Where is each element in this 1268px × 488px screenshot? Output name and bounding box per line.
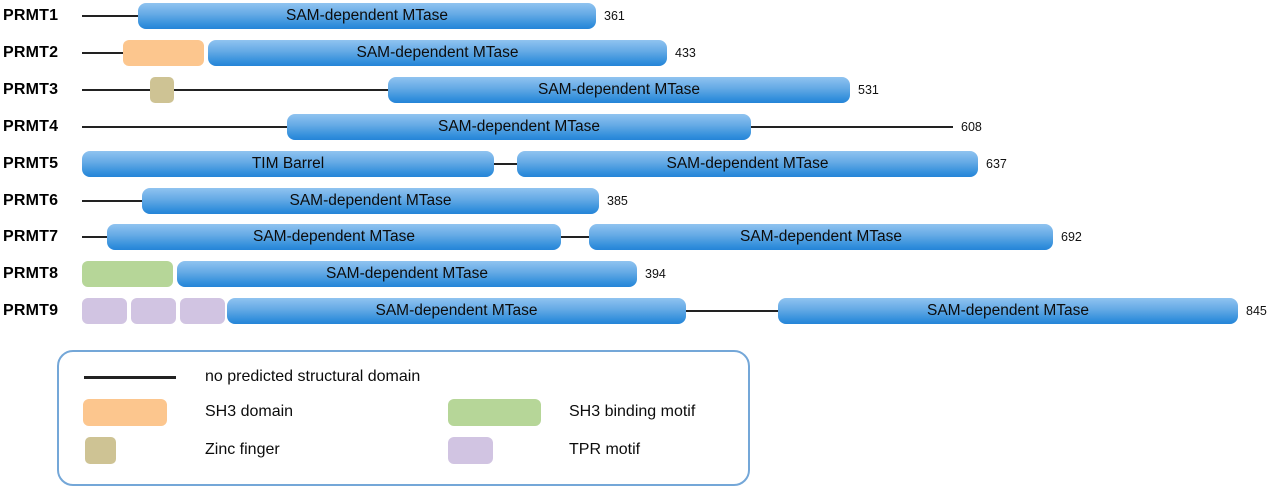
domain-label: SAM-dependent MTase (438, 117, 600, 135)
domain-label: SAM-dependent MTase (538, 80, 700, 98)
tpr-domain-box (131, 298, 176, 325)
mtase-domain-box: SAM-dependent MTase (208, 39, 667, 66)
tim-domain-box: TIM Barrel (82, 150, 494, 177)
mtase-domain-box: SAM-dependent MTase (227, 298, 686, 325)
length-label: 692 (1061, 230, 1082, 245)
backbone-line (561, 236, 591, 239)
length-label: 531 (858, 82, 879, 97)
protein-label: PRMT8 (3, 265, 59, 283)
mtase-domain-box: SAM-dependent MTase (177, 261, 637, 288)
domain-label: SAM-dependent MTase (289, 191, 452, 209)
protein-label: PRMT7 (3, 228, 59, 246)
mtase-domain-box: SAM-dependent MTase (138, 3, 596, 29)
zf-domain-box (150, 76, 174, 103)
backbone-line (82, 125, 290, 128)
domain-label: SAM-dependent MTase (375, 302, 538, 320)
domain-label: SAM-dependent MTase (253, 228, 415, 246)
protein-label: PRMT9 (3, 302, 59, 320)
backbone-line (82, 199, 145, 202)
domain-label: TIM Barrel (251, 154, 325, 172)
protein-label: PRMT1 (3, 7, 59, 24)
no-domain-line-swatch (84, 376, 176, 379)
length-label: 394 (645, 267, 666, 282)
mtase-domain-box: SAM-dependent MTase (517, 150, 978, 177)
backbone-line (751, 125, 953, 128)
legend-label-zinc-finger: Zinc finger (205, 441, 280, 458)
sh3-binding-motif-swatch (448, 399, 541, 426)
length-label: 433 (675, 45, 696, 60)
mtase-domain-box: SAM-dependent MTase (589, 224, 1053, 251)
legend-label-sh3-binding: SH3 binding motif (569, 403, 696, 420)
protein-label: PRMT4 (3, 117, 59, 135)
protein-label: PRMT3 (3, 80, 59, 98)
mtase-domain-box: SAM-dependent MTase (142, 187, 599, 214)
mtase-domain-box: SAM-dependent MTase (778, 298, 1238, 325)
domain-label: SAM-dependent MTase (286, 7, 448, 24)
length-label: 608 (961, 119, 982, 134)
backbone-line (82, 236, 110, 239)
backbone-line (494, 162, 519, 165)
mtase-domain-box: SAM-dependent MTase (287, 113, 751, 140)
backbone-line (82, 15, 140, 17)
protein-label: PRMT5 (3, 154, 59, 172)
sh3-domain-box (123, 39, 204, 66)
legend-box: no predicted structural domain SH3 domai… (57, 350, 750, 486)
domain-label: SAM-dependent MTase (927, 302, 1089, 320)
legend-label-sh3: SH3 domain (205, 403, 294, 420)
length-label: 845 (1246, 304, 1267, 319)
domain-label: SAM-dependent MTase (666, 154, 829, 172)
backbone-line (686, 310, 778, 313)
legend-label-no-domain: no predicted structural domain (205, 368, 421, 385)
tpr-domain-box (82, 298, 127, 325)
sh3b-domain-box (82, 261, 173, 288)
sh3-domain-swatch (83, 399, 167, 426)
legend-label-tpr: TPR motif (569, 441, 641, 458)
tpr-domain-box (180, 298, 225, 325)
mtase-domain-box: SAM-dependent MTase (388, 76, 850, 103)
zinc-finger-swatch (85, 437, 116, 464)
mtase-domain-box: SAM-dependent MTase (107, 224, 561, 251)
length-label: 637 (986, 156, 1007, 171)
domain-label: SAM-dependent MTase (356, 43, 519, 61)
length-label: 361 (604, 9, 625, 23)
backbone-line (82, 51, 126, 54)
protein-label: PRMT2 (3, 43, 59, 61)
length-label: 385 (607, 193, 628, 208)
domain-label: SAM-dependent MTase (740, 228, 902, 246)
backbone-line (82, 88, 390, 91)
tpr-motif-swatch (448, 437, 493, 464)
domain-label: SAM-dependent MTase (326, 265, 488, 283)
protein-label: PRMT6 (3, 191, 59, 209)
